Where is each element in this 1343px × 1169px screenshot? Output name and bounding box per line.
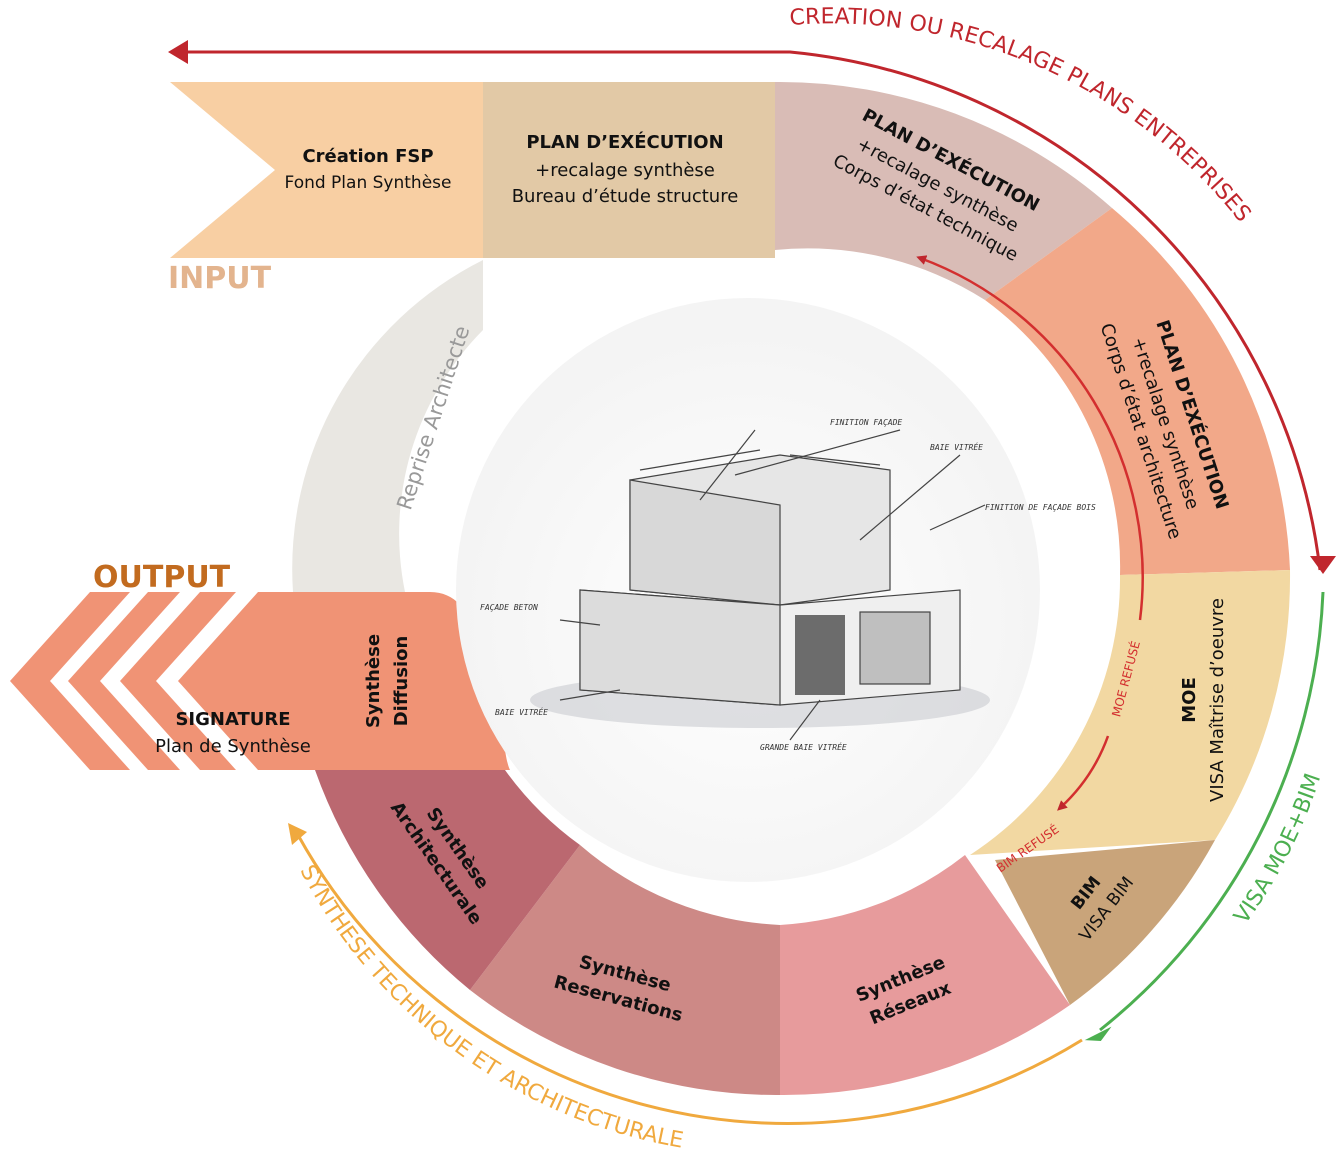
- structure-title: PLAN D’EXÉCUTION: [526, 131, 723, 153]
- output-chevron: [10, 592, 130, 770]
- signature-title: SIGNATURE: [175, 709, 290, 730]
- svg-text:BAIE VITRÉE: BAIE VITRÉE: [930, 441, 983, 452]
- arrow-bim-refuse: [1057, 735, 1110, 811]
- arrow-head-down: [1310, 556, 1336, 574]
- svg-text:BAIE VITRÉE: BAIE VITRÉE: [495, 706, 548, 717]
- fsp-subtitle: Fond Plan Synthèse: [285, 173, 452, 193]
- banner-plan-execution-structure: [483, 82, 775, 258]
- segment-moe: [970, 570, 1291, 855]
- arrow-visa-moe-bim: [1099, 591, 1325, 1032]
- structure-line2: Bureau d’étude structure: [512, 186, 739, 207]
- arrow-head-orange: [288, 823, 307, 845]
- arrow-creation-recalage: [185, 50, 1322, 571]
- segment-synthese-architecturale: [315, 770, 580, 990]
- svg-text:Diffusion: Diffusion: [391, 636, 412, 727]
- input-label: INPUT: [168, 261, 272, 296]
- arrow-synthese-technique: [296, 834, 1083, 1125]
- segment-plan-execution-technique: [775, 81, 1112, 300]
- arrow-head-green: [1084, 1026, 1112, 1041]
- svg-text:GRANDE BAIE VITRÉE: GRANDE BAIE VITRÉE: [760, 741, 847, 752]
- output-chevron: [68, 592, 180, 770]
- arrow-head-left: [168, 40, 188, 64]
- svg-text:FAÇADE BETON: FAÇADE BETON: [480, 603, 538, 612]
- arrow-moe-refuse: [916, 255, 1144, 621]
- svg-text:MOE: MOE: [1179, 677, 1200, 723]
- sketch-annotations: FINITION FAÇADE BAIE VITRÉE FINITION DE …: [480, 418, 1096, 752]
- fsp-title: Création FSP: [302, 146, 433, 167]
- house-sketch-drawing: [530, 429, 990, 741]
- svg-text:FINITION DE FAÇADE BOIS: FINITION DE FAÇADE BOIS: [985, 503, 1096, 512]
- output-chevron: [120, 592, 236, 770]
- svg-text:FINITION FAÇADE: FINITION FAÇADE: [830, 418, 902, 427]
- output-label: OUTPUT: [93, 560, 231, 595]
- signature-subtitle: Plan de Synthèse: [155, 736, 311, 757]
- segment-plan-execution-architecture: [985, 208, 1290, 575]
- structure-line1: +recalage synthèse: [535, 160, 715, 181]
- moe-text: MOE VISA Maîtrise d’oeuvre: [1179, 598, 1228, 802]
- segment-bim: [995, 840, 1215, 1005]
- diffusion-text: Synthèse Diffusion: [363, 634, 412, 728]
- svg-text:Synthèse: Synthèse: [363, 634, 384, 728]
- segment-reprise-architecte: [292, 260, 483, 592]
- banner-creation-fsp: [170, 82, 483, 258]
- banner-synthese-diffusion: [178, 592, 510, 770]
- segment-synthese-reseaux: [780, 855, 1070, 1096]
- segment-synthese-reservations: [470, 845, 780, 1096]
- svg-text:VISA Maîtrise d’oeuvre: VISA Maîtrise d’oeuvre: [1207, 598, 1228, 802]
